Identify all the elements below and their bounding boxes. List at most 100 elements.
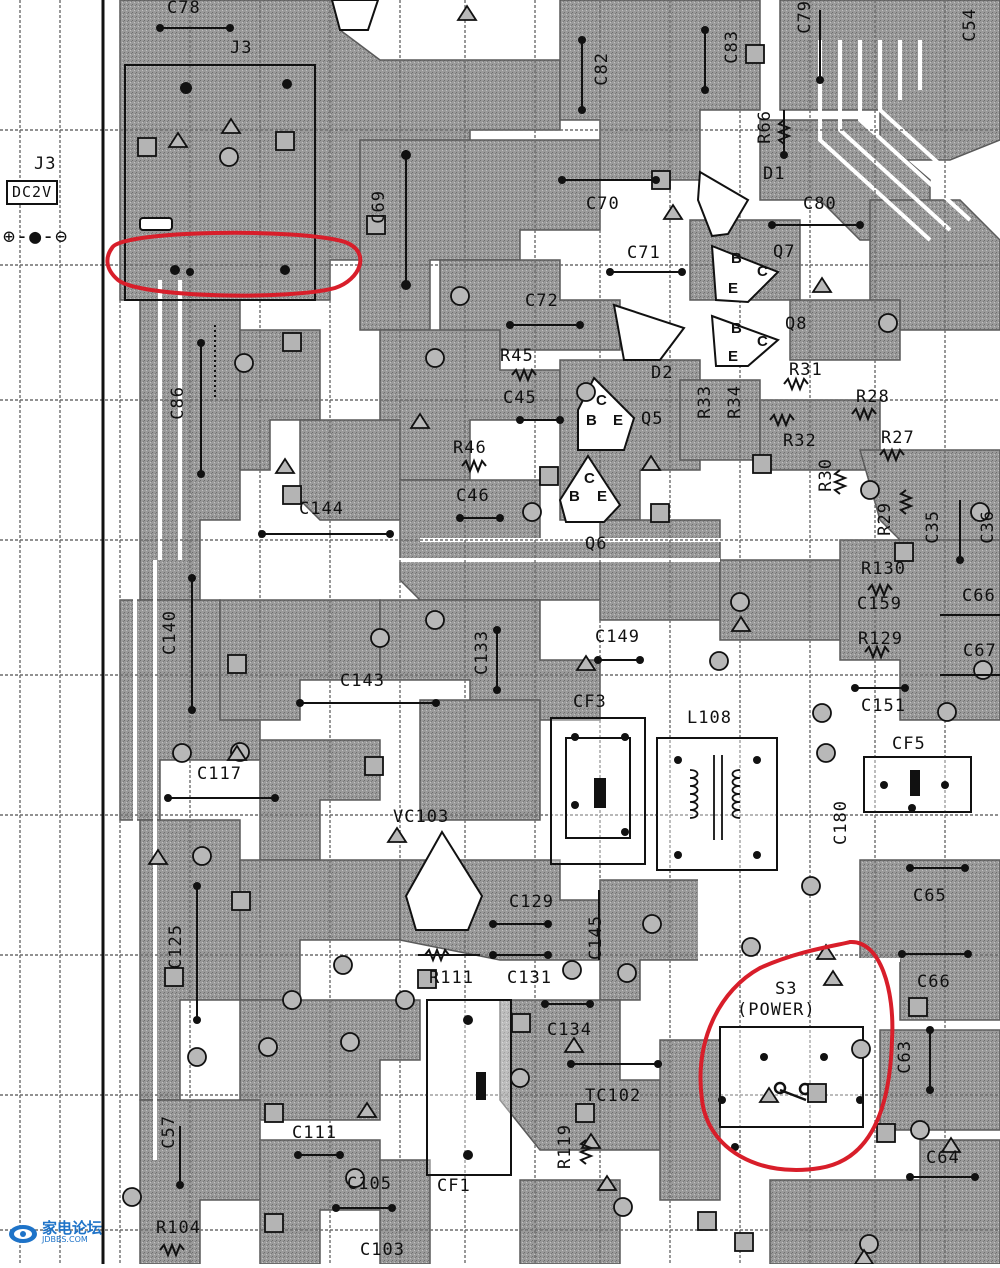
- q5-pin-b: B: [586, 412, 597, 429]
- l108-coils: [689, 755, 741, 840]
- label-c117: C117: [197, 764, 242, 784]
- label-dc2v: DC2V: [6, 180, 59, 205]
- forum-watermark: 家电论坛 JDBBS.COM: [8, 1219, 103, 1246]
- label-c36: C36: [978, 510, 998, 544]
- label-l108: L108: [687, 708, 732, 728]
- label-q7: Q7: [773, 242, 796, 262]
- label-tc102: TC102: [585, 1086, 642, 1106]
- label-r33: R33: [695, 385, 715, 419]
- label-r28: R28: [856, 387, 890, 407]
- clearance-lines: [133, 40, 992, 1160]
- polarity-symbol: ⊕-●-⊖: [3, 224, 69, 248]
- label-c66: C66: [917, 972, 951, 992]
- label-r27: R27: [881, 428, 915, 448]
- label-r104: R104: [156, 1218, 201, 1238]
- square-pads: [137, 44, 928, 1252]
- label-r129: R129: [858, 629, 903, 649]
- label-r119: R119: [555, 1124, 575, 1169]
- label-c54: C54: [960, 8, 980, 42]
- label-q5: Q5: [641, 409, 664, 429]
- label-r46: R46: [453, 438, 487, 458]
- q6-pin-e: E: [597, 488, 608, 505]
- label-c79: C79: [795, 0, 815, 34]
- label-vc103: VC103: [393, 807, 450, 827]
- label-r130: R130: [861, 559, 906, 579]
- label-c64: C64: [926, 1148, 960, 1168]
- label-c82: C82: [592, 52, 612, 86]
- label-cf5: CF5: [892, 734, 926, 754]
- q7-pin-c: C: [757, 263, 768, 280]
- label-c145: C145: [586, 915, 606, 960]
- resistor-symbols: [159, 119, 914, 1258]
- forum-logo-icon: [9, 1225, 37, 1243]
- label-c57: C57: [159, 1115, 179, 1149]
- label-q8: Q8: [785, 314, 808, 334]
- label-j3-box: J3: [230, 38, 253, 58]
- label-d2: D2: [651, 363, 674, 383]
- q5-pin-c: C: [596, 392, 607, 409]
- label-c143: C143: [340, 671, 385, 691]
- label-r34: R34: [725, 385, 745, 419]
- watermark-url: JDBBS.COM: [42, 1235, 88, 1244]
- label-q6: Q6: [585, 534, 608, 554]
- label-c35: C35: [923, 510, 943, 544]
- filter-symbols: [476, 770, 920, 1100]
- label-r66: R66: [755, 110, 775, 144]
- q7-pin-b: B: [731, 250, 742, 267]
- label-r32: R32: [783, 431, 817, 451]
- label-c69: C69: [369, 190, 389, 224]
- label-c70: C70: [586, 194, 620, 214]
- label-c78: C78: [167, 0, 201, 18]
- q8-pin-c: C: [757, 333, 768, 350]
- label-c63: C63: [895, 1040, 915, 1074]
- lead-lines: [160, 10, 1000, 1209]
- label-r31: R31: [789, 360, 823, 380]
- triangle-markers: [147, 4, 962, 1265]
- via-dots: [156, 24, 979, 1212]
- label-power: (POWER): [737, 1000, 816, 1020]
- q5-pin-e: E: [613, 412, 624, 429]
- label-j3: J3: [34, 154, 57, 174]
- label-c134: C134: [547, 1020, 592, 1040]
- label-c66-top: C66: [962, 586, 996, 606]
- label-c144: C144: [299, 499, 344, 519]
- label-c129: C129: [509, 892, 554, 912]
- highlight-marks: [105, 230, 895, 1173]
- label-s3: S3: [775, 979, 798, 999]
- label-c159: C159: [857, 594, 902, 614]
- q6-pin-b: B: [569, 488, 580, 505]
- label-c105: C105: [347, 1174, 392, 1194]
- label-r111: R111: [429, 968, 474, 988]
- label-c140: C140: [160, 610, 180, 655]
- q6-pin-c: C: [584, 470, 595, 487]
- label-c83: C83: [722, 30, 742, 64]
- label-r29: R29: [875, 502, 895, 536]
- label-c67: C67: [963, 641, 997, 661]
- watermark-title: 家电论坛: [42, 1219, 103, 1237]
- label-c65: C65: [913, 886, 947, 906]
- round-pads: [122, 147, 993, 1254]
- label-c45: C45: [503, 388, 537, 408]
- label-c103: C103: [360, 1240, 405, 1260]
- label-cf3: CF3: [573, 692, 607, 712]
- label-c125: C125: [166, 924, 186, 969]
- label-c71: C71: [627, 243, 661, 263]
- label-c133: C133: [472, 630, 492, 675]
- label-c111: C111: [292, 1123, 337, 1143]
- q8-pin-e: E: [728, 348, 739, 365]
- label-c131: C131: [507, 968, 552, 988]
- label-c151: C151: [861, 696, 906, 716]
- label-c180: C180: [831, 800, 851, 845]
- label-c80: C80: [803, 194, 837, 214]
- label-c72: C72: [525, 291, 559, 311]
- q8-pin-b: B: [731, 320, 742, 337]
- q7-pin-e: E: [728, 280, 739, 297]
- label-d1: D1: [763, 164, 786, 184]
- label-r45: R45: [500, 346, 534, 366]
- label-r30: R30: [816, 458, 836, 492]
- label-cf1: CF1: [437, 1176, 471, 1196]
- label-c46: C46: [456, 486, 490, 506]
